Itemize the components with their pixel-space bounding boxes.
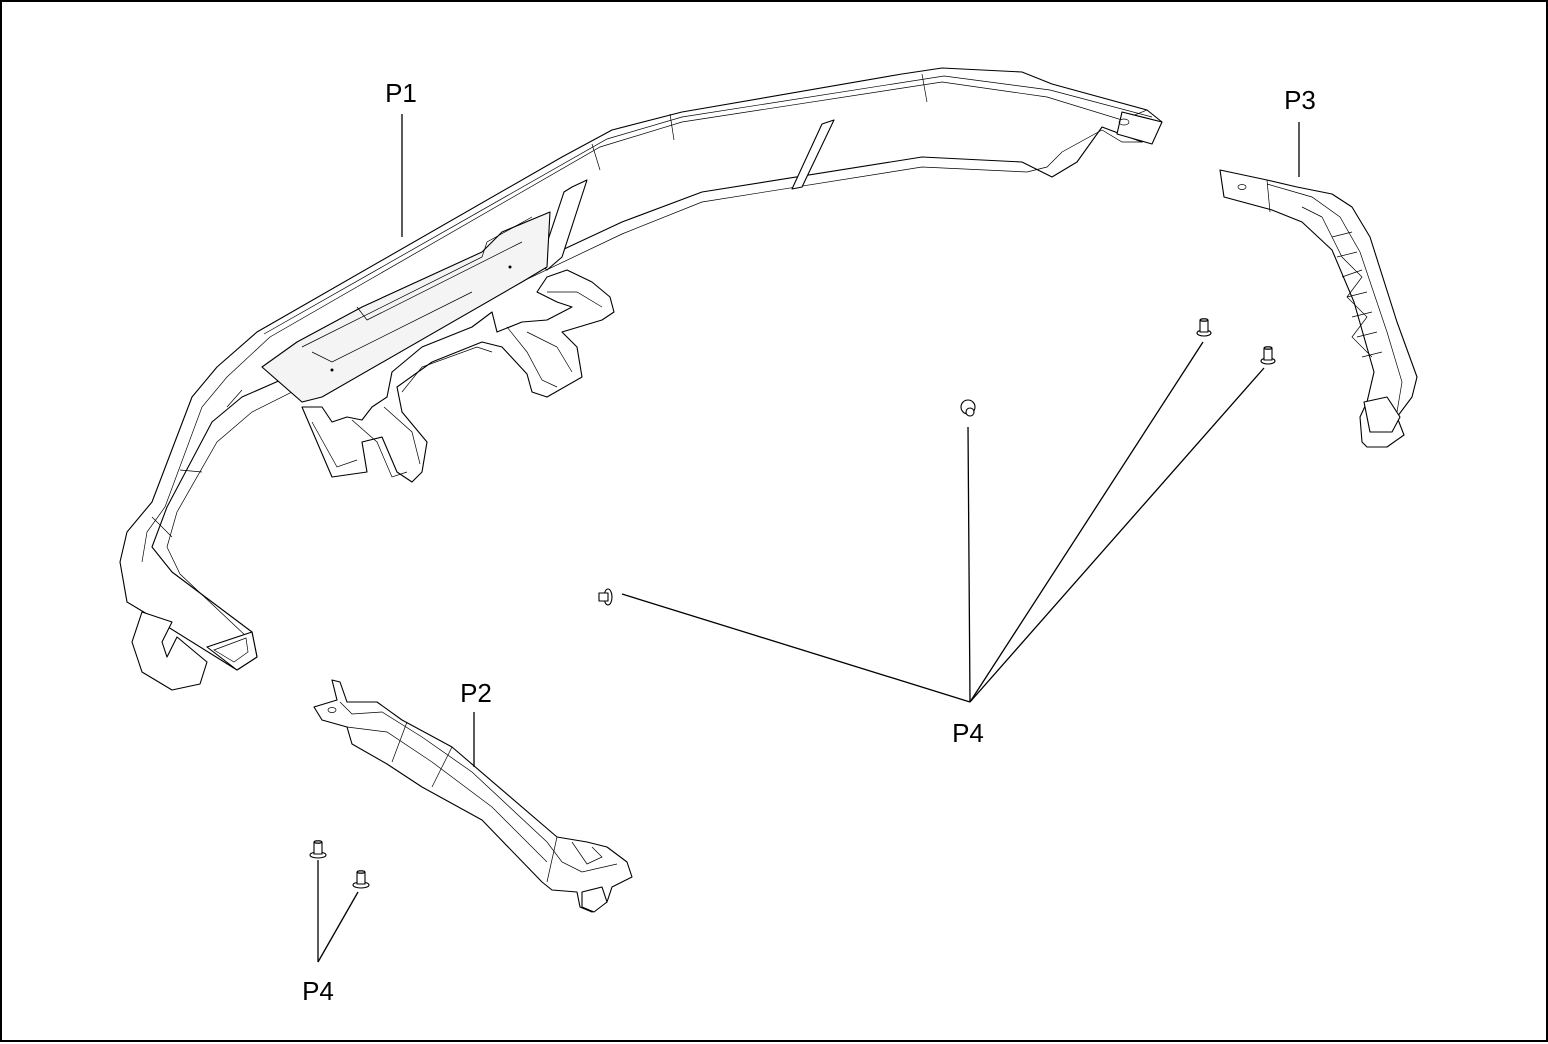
fastener-clip (309, 840, 327, 859)
part-p2-left-bracket (313, 679, 633, 913)
leader-line-p4 (621, 593, 971, 703)
part-p3-right-bracket (1219, 169, 1418, 448)
label-p3: P3 (1284, 85, 1316, 115)
leader-lines (317, 114, 1300, 963)
leader-line-p4-bottom (317, 891, 359, 963)
label-p4-center: P4 (952, 718, 984, 748)
fastener-clip (598, 588, 613, 606)
leader-line-p4 (969, 367, 1265, 703)
fastener-clip (1260, 346, 1276, 365)
part-p4-fasteners (309, 318, 1276, 889)
label-p4-bottom-left: P4 (302, 976, 334, 1006)
fastener-clip (1196, 318, 1212, 337)
fastener-clip (352, 870, 370, 889)
fastener-clip (960, 399, 976, 417)
label-p2: P2 (460, 678, 492, 708)
leader-line-p4 (969, 341, 1204, 703)
leader-line-p4 (967, 426, 971, 703)
label-p1: P1 (385, 78, 417, 108)
part-p1-bumper-bar (119, 67, 1163, 691)
